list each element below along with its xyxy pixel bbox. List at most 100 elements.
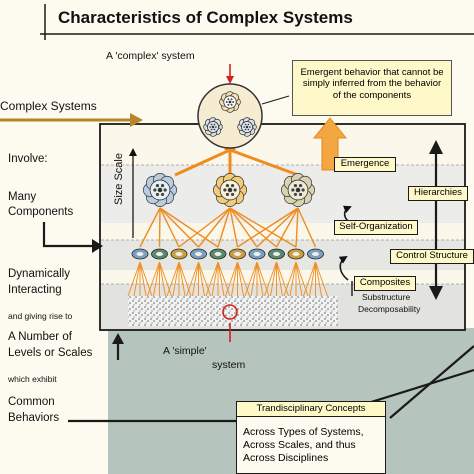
substructure-link	[186, 261, 199, 297]
oval-core	[136, 252, 144, 256]
self-organization-label: Self-Organization	[334, 220, 418, 235]
complex-system-label: A 'complex' system	[106, 50, 195, 62]
core-dot	[244, 128, 247, 131]
top-flower	[237, 117, 257, 137]
substructure-link	[159, 261, 166, 297]
page-title: Characteristics of Complex Systems	[58, 8, 353, 27]
composite-link	[159, 207, 199, 248]
mid-flower	[143, 173, 177, 207]
complex-systems-arrowhead	[130, 113, 143, 127]
hierarchy-arrow-up	[429, 140, 443, 154]
trans-line-2: Across Scales, and thus	[243, 439, 356, 452]
core-dot	[233, 188, 237, 192]
control-structure-label: Control Structure	[390, 249, 474, 264]
mid-flower	[213, 173, 247, 207]
substructure-link	[159, 261, 172, 297]
substructure-link	[225, 261, 238, 297]
noise-texture	[128, 296, 338, 326]
substructure-link	[231, 261, 238, 297]
trans-line-3: Across Disciplines	[243, 452, 329, 465]
substructure-link	[256, 261, 264, 297]
transdisciplinary-box: Trandisciplinary Concepts Across Types o…	[236, 401, 386, 474]
substructure-link	[147, 261, 160, 297]
substructure-link	[276, 261, 283, 297]
substructure-link	[295, 261, 309, 297]
substructure-link	[217, 261, 231, 297]
components-arrowhead	[92, 239, 103, 253]
substructure-link	[198, 261, 205, 297]
core-dot	[298, 183, 303, 188]
core-dot	[210, 128, 213, 131]
exhibit-label: which exhibit	[8, 374, 57, 384]
number-of-label: A Number of	[8, 331, 72, 343]
core-dot	[160, 192, 165, 197]
composite-link	[229, 207, 258, 248]
substructure-link	[211, 261, 219, 297]
composite-link	[178, 207, 231, 248]
substructure-link	[237, 261, 250, 297]
emergence-link	[229, 148, 299, 177]
substructure-link	[178, 261, 186, 297]
substructure-link	[295, 261, 303, 297]
core-center	[245, 125, 249, 129]
core-center	[157, 187, 163, 193]
trans-line-lower	[389, 345, 474, 419]
core-dot	[227, 103, 230, 106]
substructure-link	[270, 261, 277, 297]
composites-label: Composites	[354, 276, 416, 291]
emergent-note: Emergent behavior that cannot be simply …	[292, 60, 452, 116]
mid-flower	[281, 173, 315, 207]
substructure-link	[315, 261, 322, 297]
giving-rise-label: and giving rise to	[8, 311, 73, 321]
substructure-link	[315, 261, 328, 297]
composite-link	[229, 207, 239, 248]
substructure-link	[139, 261, 153, 297]
core-dot	[163, 188, 167, 192]
core-center	[211, 125, 215, 129]
common-label: Common	[8, 396, 55, 408]
core-dot	[153, 188, 157, 192]
substructure-link	[256, 261, 270, 297]
composites-curve	[338, 255, 349, 281]
core-dot	[244, 123, 247, 126]
core-dot	[293, 192, 298, 197]
hierarchies-label: Hierarchies	[408, 186, 468, 201]
substructure-link	[309, 261, 316, 297]
core-dot	[298, 192, 303, 197]
composite-link	[139, 207, 161, 248]
simple-system-label-2: system	[212, 359, 246, 371]
top-flower	[219, 91, 241, 113]
involve-label: Involve:	[8, 153, 48, 165]
core-dot	[214, 126, 217, 128]
substructure-link	[127, 261, 141, 297]
simple-highlight-circle	[222, 304, 238, 320]
substructure-link	[205, 261, 219, 297]
substructure-link	[303, 261, 316, 297]
levels-label: Levels or Scales	[8, 347, 93, 359]
substructure-link	[217, 261, 225, 297]
dynamically-label: Dynamically	[8, 268, 70, 280]
emergence-link	[174, 148, 231, 177]
oval-core	[253, 252, 261, 256]
substructure-link	[139, 261, 147, 297]
oval-core	[195, 252, 202, 256]
composite-link	[297, 207, 317, 248]
levels-arrowhead	[112, 333, 124, 344]
substructure-link	[192, 261, 199, 297]
core-dot	[230, 98, 233, 101]
core-dot	[155, 183, 160, 188]
core-dot	[247, 128, 250, 131]
core-dot	[213, 123, 216, 126]
trans-line-1: Across Types of Systems,	[243, 426, 364, 438]
components-layer	[131, 83, 324, 260]
core-dot	[293, 183, 298, 188]
core-dot	[227, 98, 230, 101]
substructure-label: Substructure	[362, 292, 411, 302]
oval-core	[214, 252, 222, 256]
substructure-link	[276, 261, 289, 297]
core-dot	[230, 192, 235, 197]
composite-link	[295, 207, 299, 248]
emergence-label: Emergence	[334, 157, 396, 172]
composite-link	[237, 207, 299, 248]
substructure-link	[237, 261, 244, 297]
